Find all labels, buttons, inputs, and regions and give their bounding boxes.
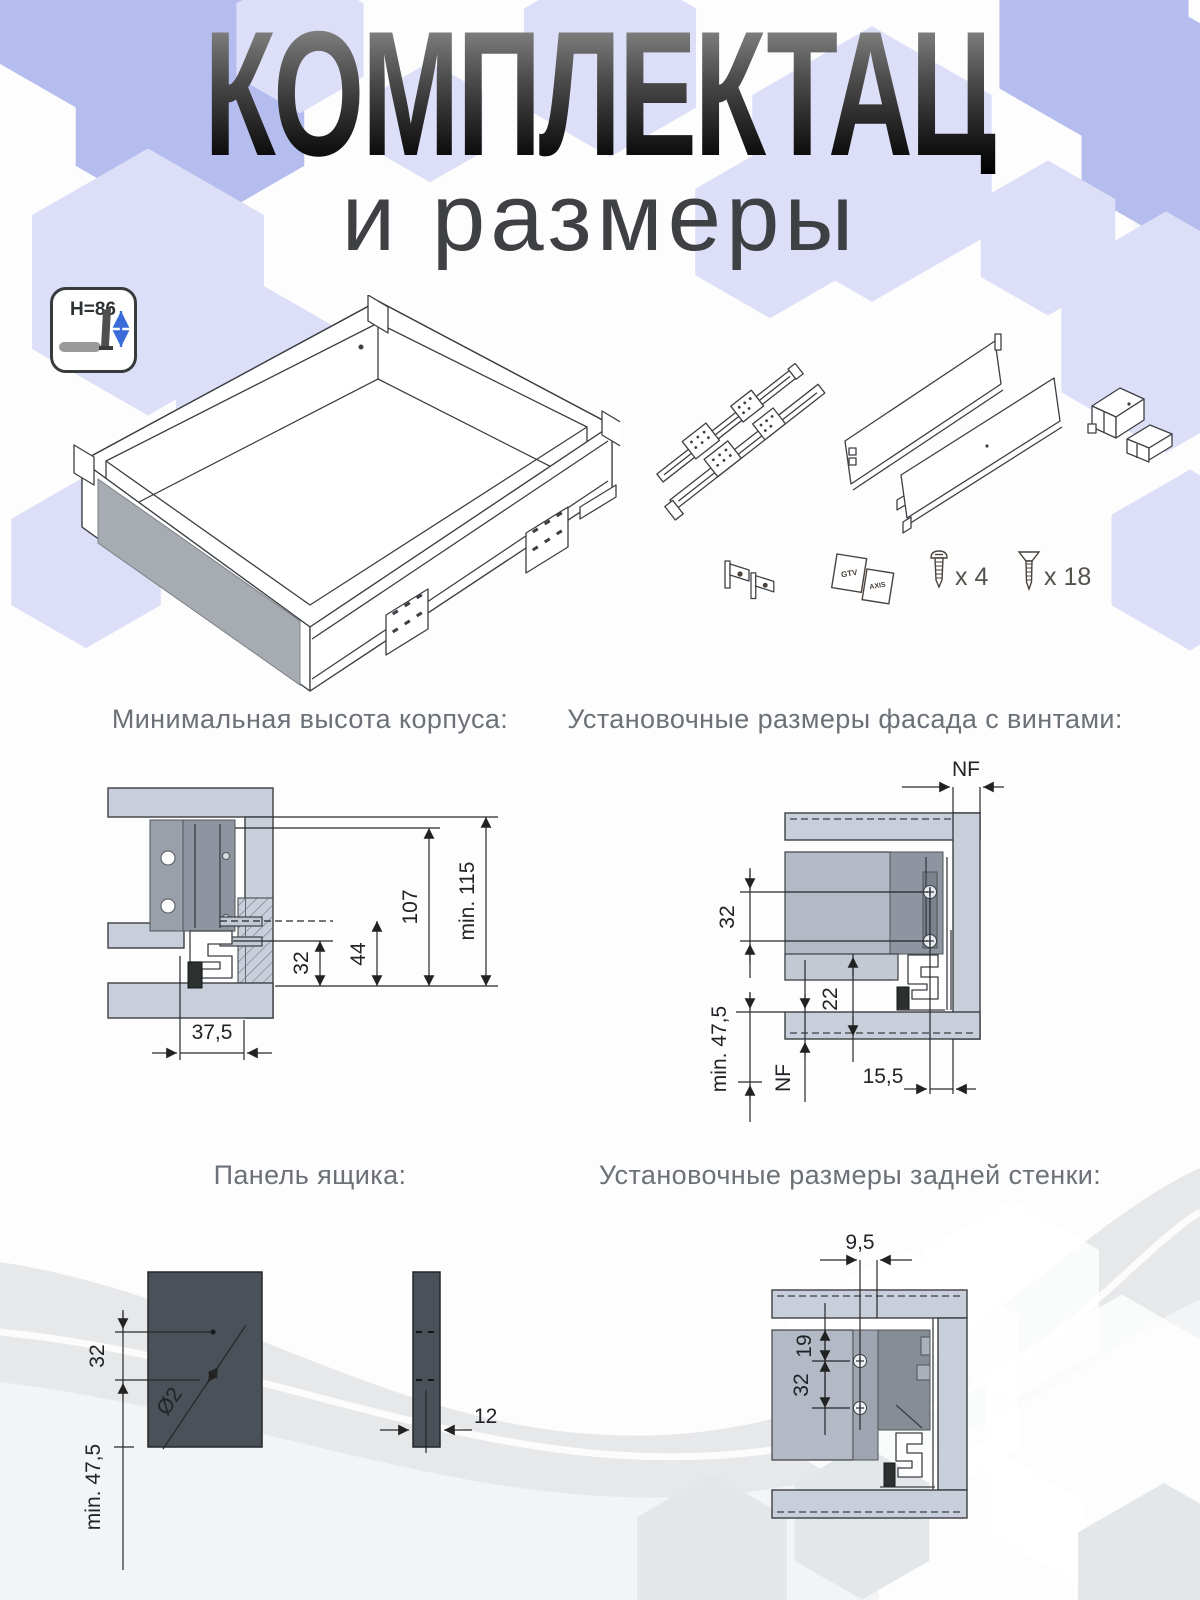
corner-post [601,410,620,447]
dim-label-37-5: 37,5 [192,1021,233,1044]
dim-label-9-5: 9,5 [845,1231,874,1254]
cabinet-top-panel [107,787,274,818]
dim-label-22: 22 [819,987,842,1010]
cabinet-top-panel [784,812,981,841]
facade-drawing: NF 32 22 min. 47,5 NF 15,5 [708,758,1004,1122]
pan-head-screw-icon [930,550,948,589]
panel-front-view [147,1271,263,1448]
page-title: КОМПЛЕКТАЦИЯ [203,0,1160,193]
back-wall-panel [771,1329,854,1461]
bracket-strip [852,1329,879,1461]
rear-fixing-bracket [1087,387,1145,439]
cabinet-top-panel [771,1289,968,1319]
damper-block [187,961,203,989]
back-wall-drawing: 9,5 19 32 [771,1231,968,1519]
facade-panel [952,812,981,1040]
slide-mounting-plate [149,819,184,932]
side-panel [937,1317,968,1491]
cabinet-bottom-panel [784,1011,981,1040]
dim-label-32: 32 [290,951,313,974]
dim-label-32: 32 [790,1373,813,1396]
rail-profile [895,1432,923,1478]
cap-logo: GTV [840,568,858,580]
screw-count-label: x 18 [1044,563,1091,591]
drawer-bottom-glyph [59,342,101,352]
corner-post [367,295,389,334]
min-height-drawing: 32 44 107 min. 115 37,5 [107,787,498,1060]
dim-label-44: 44 [347,942,370,966]
dim-label-19: 19 [793,1334,816,1357]
dim-label-min-47-5: min. 47,5 [708,1006,731,1092]
corner-post [73,444,95,486]
damper-block [883,1462,896,1487]
section-heading-facade: Установочные размеры фасада с винтами: [567,704,1123,734]
dim-label-107: 107 [399,889,422,924]
dim-label-15-5: 15,5 [863,1065,904,1088]
dim-label-min-47-5: min. 47,5 [82,1444,105,1530]
cover-cap: AXIS [861,568,895,605]
rail-profile [907,954,939,1000]
kit-components-drawing: GTV AXIS x 4 x 18 [656,333,1173,605]
slide-rail-tab [579,484,617,520]
mounting-plate [525,506,569,574]
slide-mechanism [182,819,236,932]
front-clip [724,560,750,589]
screw-count-label: x 4 [955,563,988,591]
drawer-slide [664,383,826,521]
drawer-bottom [784,953,899,981]
front-clip [750,572,775,600]
drawer-foot-glyph [99,346,113,350]
dim-label-nf-top: NF [952,758,980,781]
drawer-front-panel [97,478,301,686]
section-heading-panel: Панель ящика: [213,1160,407,1190]
height-badge: H=86 [50,287,137,373]
dim-label-12: 12 [474,1405,497,1428]
page-subtitle: и размеры [341,164,859,271]
cabinet-bottom-panel [771,1489,968,1519]
drawer-slide [656,362,804,483]
panel-drawing: 32 min. 47,5 Ø2 12 [82,1271,497,1570]
wall-hole [358,344,364,350]
section-heading-back-wall: Установочные размеры задней стенки: [598,1160,1102,1190]
cabinet-bottom-panel [107,982,274,1019]
drawer-front-glyph [101,308,111,348]
cover-cap: GTV [830,553,868,594]
damper-block [896,986,910,1011]
drawer-side-panel [900,377,1063,534]
countersunk-screw-icon [1017,551,1041,592]
height-badge-glyph: H=86 [59,299,130,352]
drawer-rim-inner [105,322,588,606]
section-heading-min-height: Минимальная высота корпуса: [111,704,509,734]
mounting-plate [385,588,429,656]
rail-profile [189,930,233,979]
dim-label-nf-bottom: NF [772,1064,795,1092]
dim-label-min-115: min. 115 [456,862,479,941]
cap-logo: AXIS [869,582,887,592]
drawer-isometric-drawing [73,295,620,692]
dim-label-32: 32 [86,1344,109,1367]
rear-fixing-bracket [1126,424,1173,463]
dim-label-32: 32 [716,905,739,928]
